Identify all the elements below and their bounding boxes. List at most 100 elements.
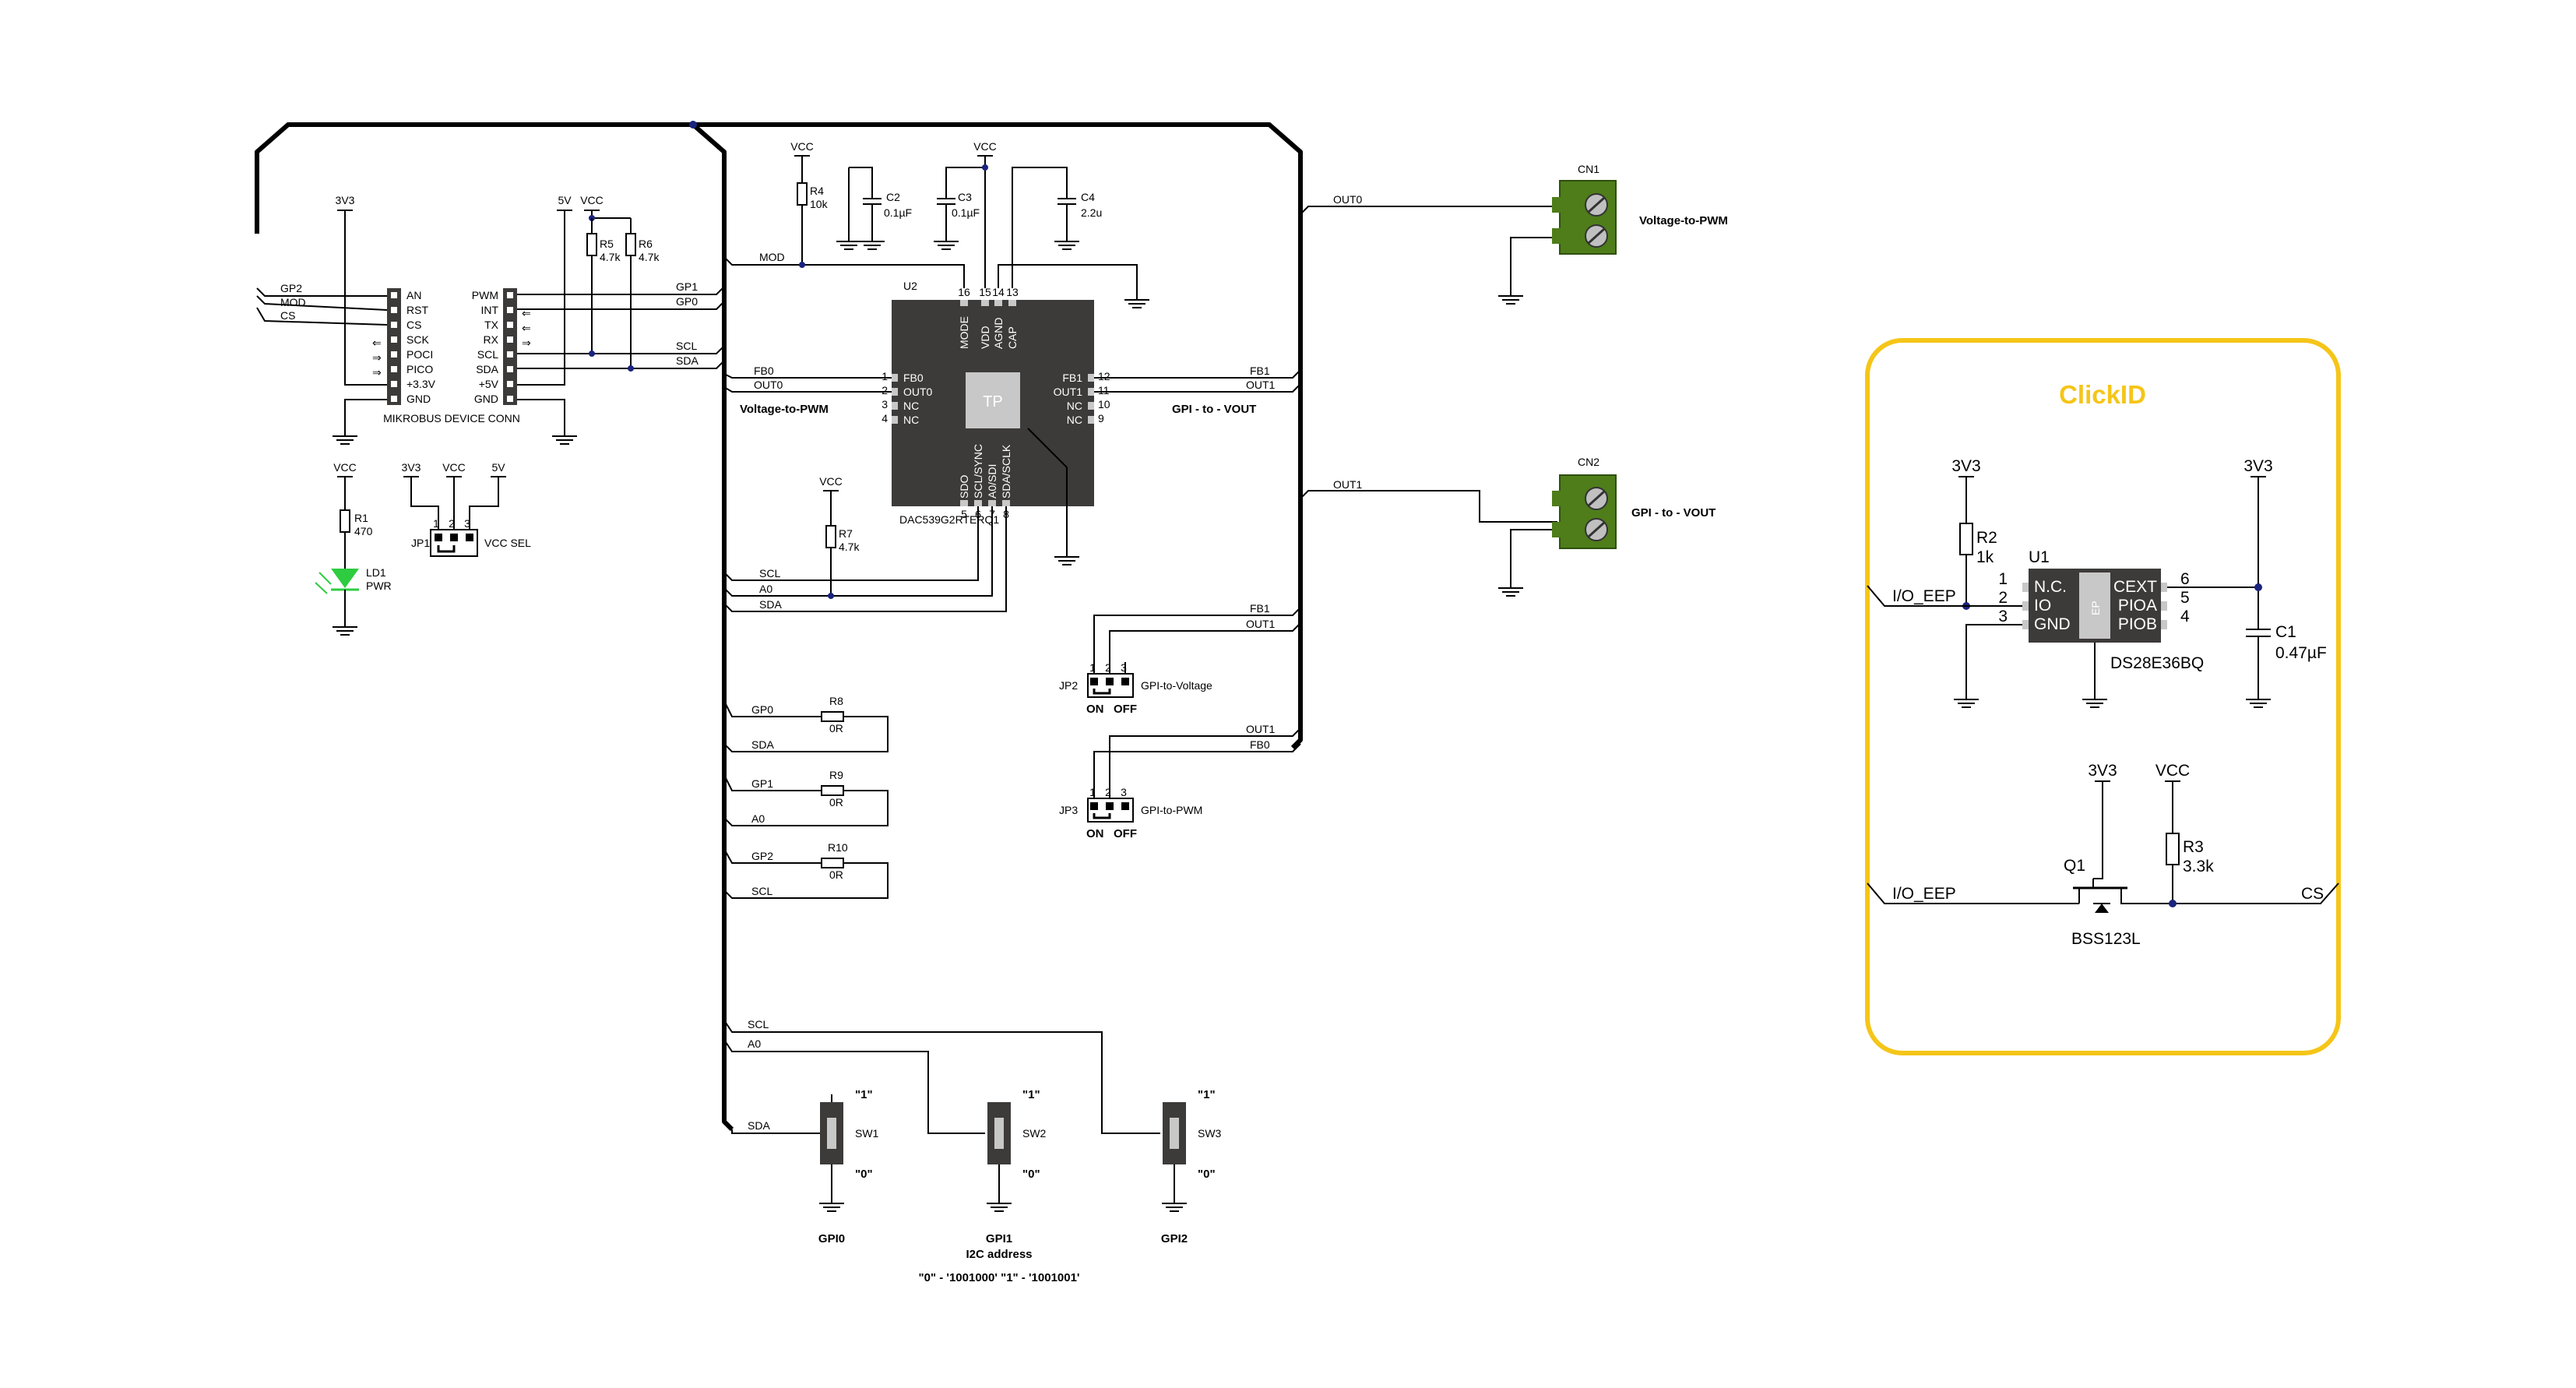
r5-ref: R5 [600,238,614,250]
net-sda-r8: SDA [751,738,774,751]
bus-left [255,122,734,1132]
u1-pin5: 5 [2180,589,2190,607]
jp1-ref: JP1 [411,537,430,549]
sw3-name: GPI2 [1161,1232,1188,1245]
cn2-terminal: OUT1 CN2 GPI - to - VOUT [1300,456,1716,597]
clickid-3v3-q1: 3V3 [2088,762,2117,780]
net-scl-sw: SCL [748,1018,769,1030]
u2-name-nc4: NC [903,414,919,426]
net-sda-u2: SDA [759,598,782,611]
mb-label-rst: RST [406,304,428,316]
label-5v-mb: 5V [558,194,572,206]
clickid-3v3-c1: 3V3 [2243,457,2272,475]
jp1-vcc-sel: 3V3 VCC 5V 1 2 3 JP1 VCC SEL [402,461,531,557]
mb-label-sda: SDA [476,363,498,375]
sw2-name: GPI1 [986,1232,1012,1245]
zero-ohm-resistors: GP0 SDA R8 0R GP1 A0 R9 0R GP2 SCL R10 0… [723,695,889,899]
r6-value: 4.7k [639,251,660,263]
net-out1-jp2: OUT1 [1246,618,1276,630]
sw2-zero: "0" [1022,1168,1040,1181]
clickid-panel: ClickID 3V3 R2 1k I/O_EEP EP U1 DS28E36B… [1865,338,2341,1055]
net-sda-sw: SDA [748,1119,770,1132]
clickid-net-cs: CS [2301,885,2324,903]
svg-text:⇐: ⇐ [522,307,531,319]
net-fb0-u2: FB0 [754,365,774,377]
svg-text:⇐: ⇐ [522,322,531,334]
jp2-jumper: FB1 OUT1 1 2 3 JP2 GPI-to-Voltage ON OFF [1059,602,1301,716]
label-vcc-jp1: VCC [442,461,466,474]
r5-value: 4.7k [600,251,621,263]
c1-ref: C1 [2275,623,2296,641]
power-led-circuit: VCC R1 470 LD1 PWR [315,461,392,636]
u2-part: DAC539G2RTERQ1 [899,513,999,526]
u1-pin2: 2 [1998,589,2008,607]
clickid-title: ClickID [2059,380,2146,409]
net-scl-u2: SCL [759,567,780,580]
net-mod: MOD [759,251,785,263]
mb-label-rx: RX [484,333,499,346]
svg-text:⇐: ⇐ [372,336,382,349]
r1-ref: R1 [354,512,368,524]
jp3-on: ON [1086,827,1104,840]
u2-pin9: 9 [1098,412,1104,425]
u1-name-gnd: GND [2034,615,2071,633]
clickid-net-ioeep-bot: I/O_EEP [1892,885,1956,903]
u2-name-sda: SDA/SCLK [1000,444,1012,498]
sw1-ref: SW1 [855,1127,879,1140]
sw2-one: "1" [1022,1088,1040,1101]
c2-value: 0.1µF [884,206,912,219]
u2-pin11: 11 [1098,384,1110,396]
sw3-one: "1" [1198,1088,1216,1101]
mb-label-cs: CS [406,319,421,331]
jp1-name: VCC SEL [484,537,531,549]
q1-part: BSS123L [2071,930,2141,948]
junction-dot [689,121,697,129]
svg-text:⇒: ⇒ [522,336,531,349]
u1-pin3: 3 [1998,608,2008,625]
jp3-jumper: OUT1 FB0 1 2 3 JP3 GPI-to-PWM ON OFF [1059,723,1301,840]
u2-pin15: 15 [979,286,991,298]
net-a0-u2: A0 [759,583,772,595]
u2-name-nc10: NC [1067,400,1082,412]
r2-ref: R2 [1976,529,1997,547]
sw1-name: GPI0 [818,1232,845,1245]
label-vcc-led: VCC [333,461,357,474]
c4-ref: C4 [1081,191,1095,203]
u1-name-nc: N.C. [2034,578,2067,596]
u2-pin4: 4 [882,412,888,425]
u1-name-io: IO [2034,597,2051,615]
jp1-pin3: 3 [464,517,470,530]
u2-name-nc3: NC [903,400,919,412]
jp2-off: OFF [1114,703,1137,716]
r2-value: 1k [1976,548,1994,566]
r10-ref: R10 [828,841,848,854]
r3-value: 3.3k [2183,858,2214,875]
jp3-pin3: 3 [1121,786,1127,798]
net-sda-mb: SDA [676,354,699,367]
net-cs-mb: CS [280,309,295,322]
jp3-pin2: 2 [1105,786,1111,798]
net-scl-mb: SCL [676,340,697,352]
net-gp1-r9: GP1 [751,777,773,790]
label-vcc-r4: VCC [790,140,814,153]
cn2-name: GPI - to - VOUT [1631,506,1716,520]
left-side-label: Voltage-to-PWM [740,403,829,416]
mb-label-3v3: +3.3V [406,378,436,390]
net-gp1-mb: GP1 [676,280,698,293]
svg-text:⇒: ⇒ [372,351,382,364]
net-fb0-jp3: FB0 [1250,738,1270,751]
net-out1-cn2: OUT1 [1333,478,1363,491]
u2-name-out0: OUT0 [903,386,933,398]
mb-label-tx: TX [484,319,499,331]
u2-name-sdo: SDO [958,475,970,498]
jp1-pin2: 2 [449,517,455,530]
r4-ref: R4 [810,185,824,197]
net-mod-mb: MOD [280,296,306,308]
jp2-name: GPI-to-Voltage [1141,679,1212,692]
clickid-net-ioeep-top: I/O_EEP [1892,587,1956,605]
mb-label-poci: POCI [406,348,433,361]
r7-ref: R7 [839,527,853,540]
net-out0-cn1: OUT0 [1333,193,1363,206]
jp2-pin2: 2 [1105,661,1111,674]
